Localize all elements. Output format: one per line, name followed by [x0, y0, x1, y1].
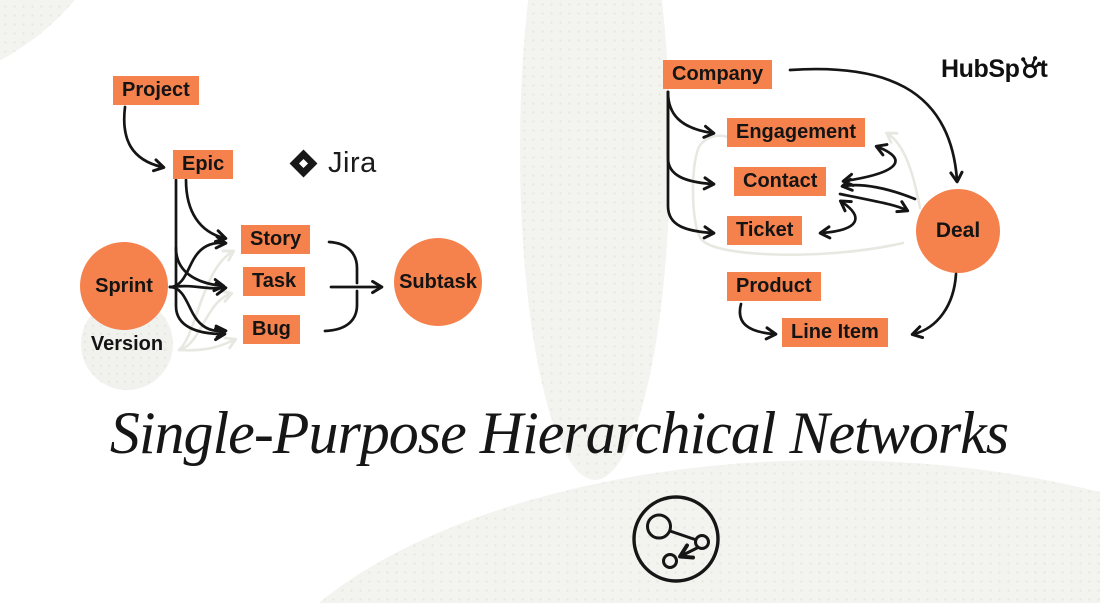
node-project: Project [113, 76, 199, 105]
node-sprint: Sprint [80, 242, 168, 330]
jira-logo: Jira [288, 147, 377, 180]
edge-story-brace [327, 240, 359, 285]
edge-epic-story [184, 178, 228, 244]
edge-sprint-task [168, 281, 228, 296]
node-line-item: Line Item [782, 318, 888, 347]
edge-deal-contact [840, 177, 917, 201]
edge-version-bug [177, 336, 238, 352]
node-company: Company [663, 60, 773, 89]
node-sprint-label: Sprint [95, 274, 153, 297]
edge-company-ticket [666, 90, 716, 240]
node-product: Product [727, 272, 821, 301]
edge-epic-task [174, 178, 226, 293]
edge-version-story [177, 249, 235, 352]
edge-version-task [177, 289, 234, 352]
edge-deal-engagement [885, 131, 922, 210]
jira-logo-text: Jira [328, 147, 377, 179]
edge-deal-lineitem [910, 272, 958, 339]
hubspot-sprocket-icon [1020, 55, 1041, 78]
hubspot-logo-prefix: HubSp [941, 55, 1020, 83]
jira-diamond-icon [289, 149, 318, 178]
node-engagement: Engagement [727, 118, 866, 147]
node-task: Task [243, 267, 306, 296]
edge-engagement-contact [841, 143, 897, 187]
node-story: Story [241, 225, 311, 254]
hubspot-logo: HubSp t [941, 55, 1048, 84]
hubspot-logo-suffix: t [1039, 55, 1048, 83]
edge-company-contact [666, 90, 716, 191]
node-deal: Deal [916, 189, 1000, 273]
edge-company-deal [788, 67, 964, 184]
edge-bug-brace [323, 289, 359, 333]
edge-project-epic [122, 105, 166, 173]
network-icon [632, 495, 720, 583]
node-ticket: Ticket [727, 216, 803, 245]
node-deal-label: Deal [935, 219, 981, 242]
edge-product-lineitem [738, 302, 778, 341]
node-subtask: Subtask [394, 238, 482, 326]
node-contact: Contact [734, 167, 827, 196]
node-version-label: Version [90, 332, 164, 355]
edge-company-engagement [666, 90, 716, 139]
node-subtask-label: Subtask [399, 270, 477, 293]
node-bug: Bug [243, 315, 300, 344]
edge-contact-deal [838, 192, 910, 214]
page-title: Single-Purpose Hierarchical Networks [109, 400, 1009, 466]
edge-sprint-story [168, 235, 228, 289]
node-epic: Epic [173, 150, 234, 179]
edge-contact-ticket [818, 199, 857, 240]
edge-sprint-bug [168, 285, 228, 339]
